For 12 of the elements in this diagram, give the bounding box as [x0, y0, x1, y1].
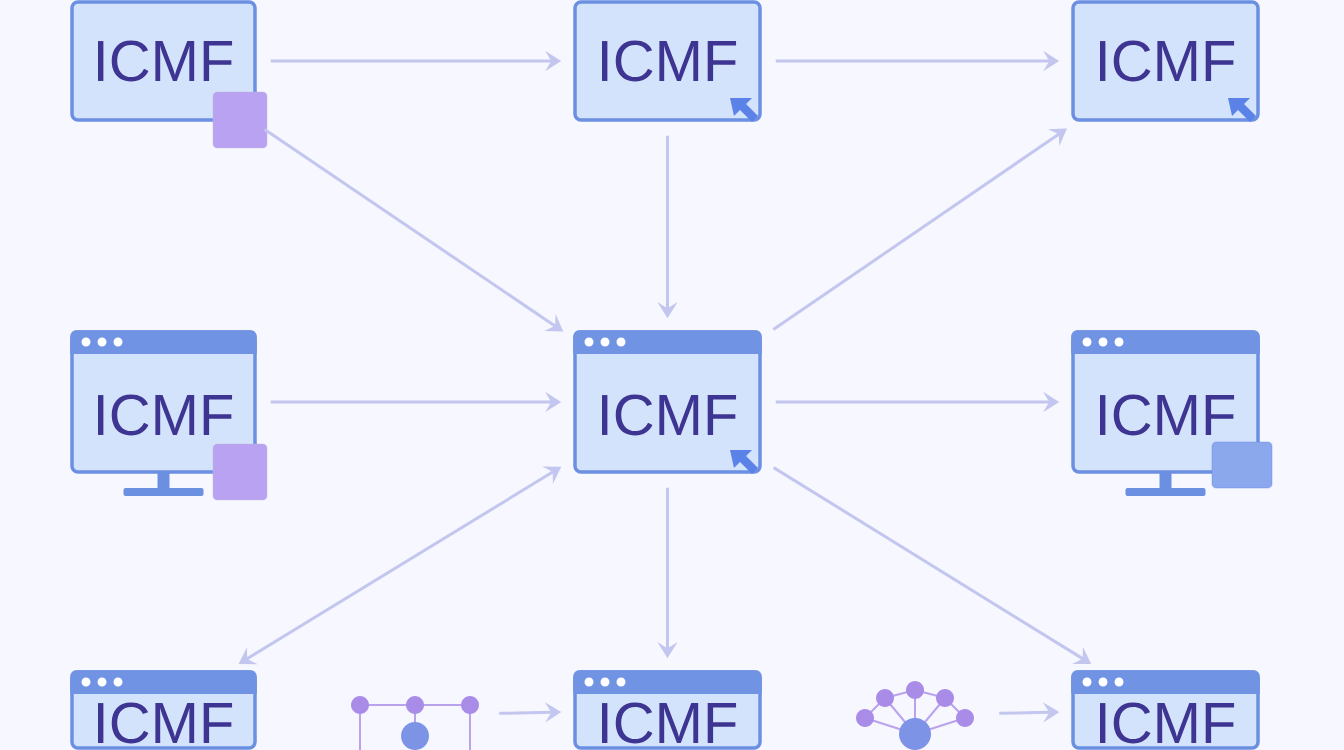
window-box: ICMF — [1071, 330, 1260, 474]
network-drawing — [351, 696, 479, 750]
screen-box: ICMF — [1071, 0, 1260, 122]
screen-box: ICMF — [573, 0, 762, 122]
network-drawing — [856, 681, 974, 750]
window-box: ICMF — [70, 670, 257, 750]
screen-box: ICMF — [70, 0, 257, 122]
window-box: ICMF — [70, 330, 257, 474]
window-box: ICMF — [1071, 670, 1260, 750]
window-box: ICMF — [573, 670, 762, 750]
arrow — [772, 128, 1067, 331]
window-box: ICMF — [573, 330, 762, 474]
